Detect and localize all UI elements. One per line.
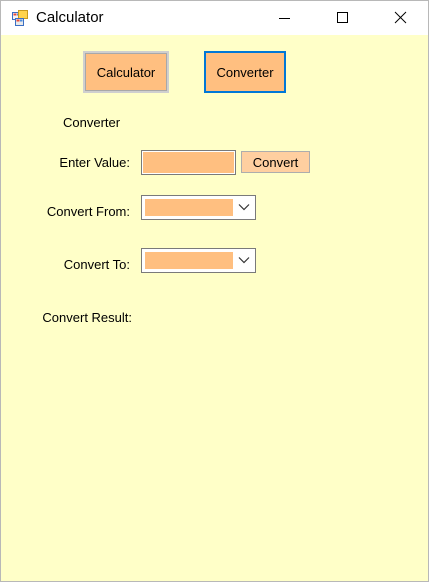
convert-from-label: Convert From: <box>46 204 130 219</box>
maximize-button[interactable] <box>314 1 372 35</box>
maximize-icon <box>337 12 348 23</box>
convert-to-label: Convert To: <box>63 257 130 272</box>
convert-from-dropdown[interactable] <box>141 195 256 220</box>
chevron-down-icon <box>238 204 250 211</box>
title-bar[interactable]: Calculator <box>1 1 428 35</box>
app-form-icon <box>12 10 29 26</box>
minimize-button[interactable] <box>256 1 314 35</box>
close-icon <box>394 11 407 24</box>
minimize-icon <box>279 18 290 19</box>
convert-to-selected-value <box>145 252 233 269</box>
calculator-nav-button[interactable]: Calculator <box>83 51 169 93</box>
window-title: Calculator <box>36 9 104 26</box>
convert-from-selected-value <box>145 199 233 216</box>
chevron-down-icon <box>238 257 250 264</box>
close-button[interactable] <box>372 1 429 35</box>
convert-result-label: Convert Result: <box>42 310 132 325</box>
convert-to-dropdown[interactable] <box>141 248 256 273</box>
converter-heading: Converter <box>63 115 121 130</box>
enter-value-input[interactable] <box>141 150 236 175</box>
converter-nav-button[interactable]: Converter <box>204 51 286 93</box>
enter-value-label: Enter Value: <box>59 155 130 170</box>
converter-panel: Calculator Converter Converter Enter Val… <box>1 35 428 581</box>
convert-button[interactable]: Convert <box>241 151 310 173</box>
